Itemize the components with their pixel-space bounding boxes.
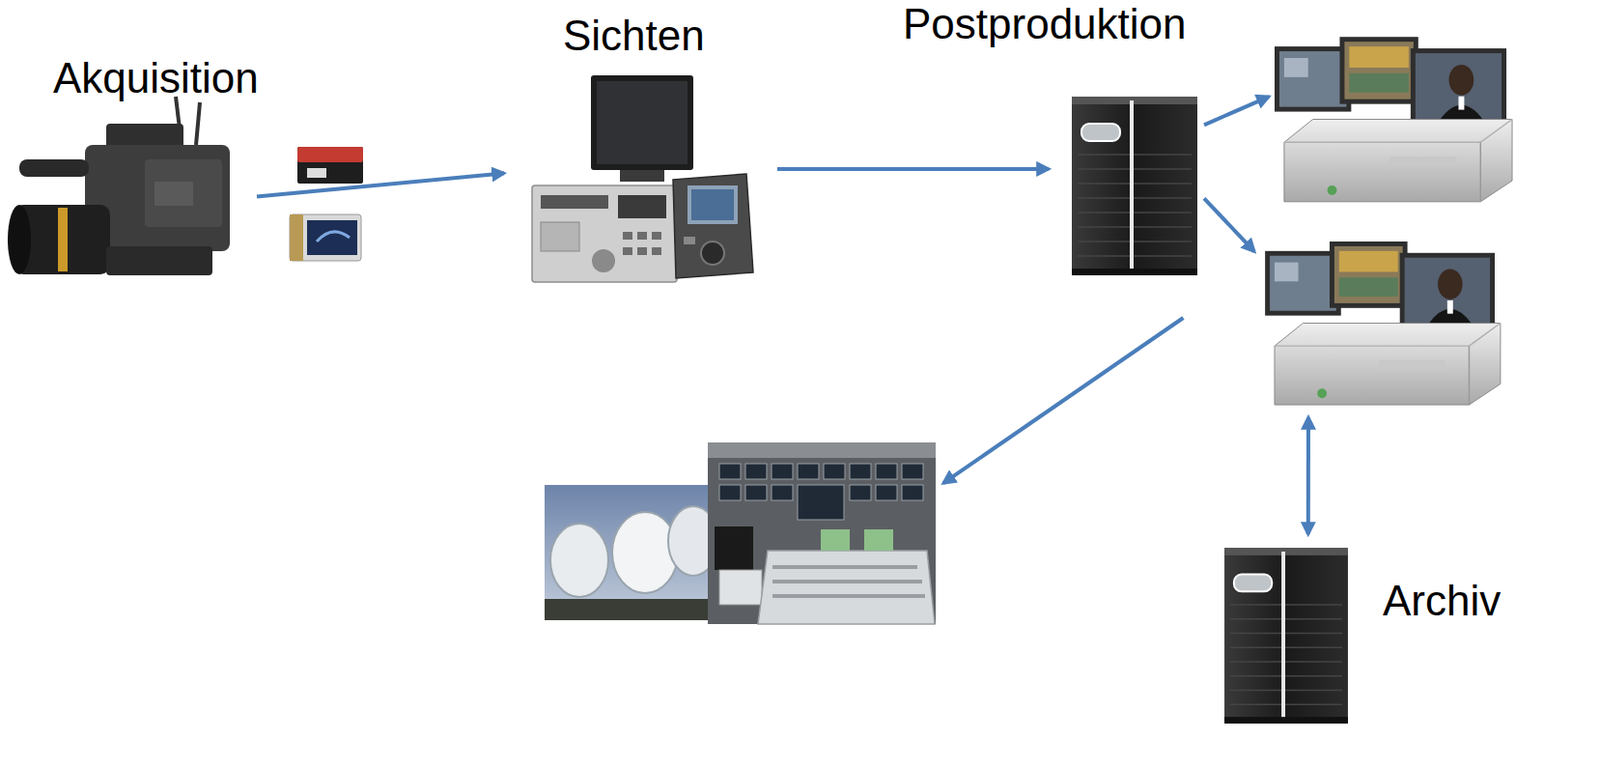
flow-arrow: [1306, 417, 1311, 534]
server-picture: [1071, 96, 1198, 276]
stage-label: Postproduktion: [902, 0, 1187, 50]
archive-server-picture: [1224, 547, 1348, 724]
stage-label: Archiv: [1382, 576, 1501, 626]
media-picture: [289, 146, 364, 261]
camera-picture: [7, 96, 230, 276]
broadcast-picture: [544, 442, 936, 624]
flow-arrow: [1204, 96, 1269, 125]
camera-node: Akquisition: [7, 106, 252, 295]
workstation-node: [1272, 34, 1516, 207]
archive-node: Archiv: [1221, 545, 1351, 726]
vtr-picture: [532, 75, 754, 282]
stage-label: Akquisition: [53, 54, 259, 104]
flow-arrow: [1204, 197, 1255, 252]
workstation-node: [1258, 239, 1510, 410]
broadcast-node: [543, 440, 938, 626]
edit-workstation-picture: [1264, 241, 1501, 405]
flow-arrow: [943, 317, 1183, 483]
edit-workstation-picture: [1274, 36, 1513, 202]
flow-arrow: [777, 167, 1049, 171]
viewing-node: Sichten: [529, 72, 757, 287]
flow-arrow: [256, 172, 505, 197]
stage-label: Sichten: [562, 11, 705, 61]
server-node: Postproduktion: [1069, 93, 1201, 278]
